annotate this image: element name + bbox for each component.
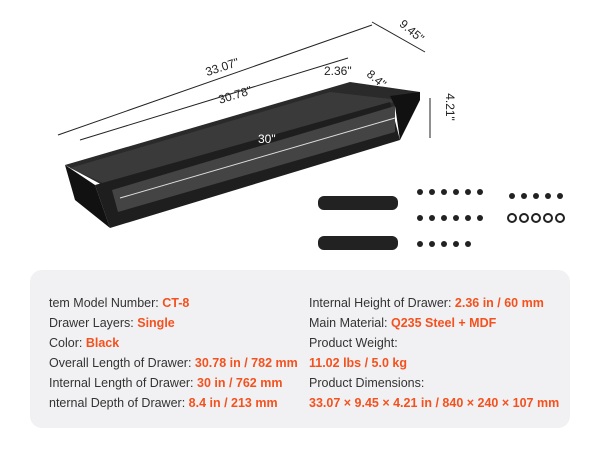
spec-row: Drawer Layers: Single — [49, 316, 175, 330]
spec-row: tem Model Number: CT-8 — [49, 296, 190, 310]
spec-panel — [30, 270, 570, 428]
spec-row: 33.07 × 9.45 × 4.21 in / 840 × 240 × 107… — [309, 396, 560, 410]
dim-internal-height: 2.36" — [324, 64, 352, 78]
spec-row: Overall Length of Drawer: 30.78 in / 782… — [49, 356, 298, 370]
spec-row: 11.02 lbs / 5.0 kg — [309, 356, 407, 370]
dim-overall-height: 4.21" — [442, 93, 457, 121]
drawer-illustration — [57, 21, 565, 250]
spec-row: Main Material: Q235 Steel + MDF — [309, 316, 497, 330]
spec-row: Internal Height of Drawer: 2.36 in / 60 … — [309, 296, 544, 310]
spec-row: Product Weight: — [309, 336, 398, 350]
strap-icon — [318, 196, 398, 210]
spec-row: nternal Depth of Drawer: 8.4 in / 213 mm — [49, 396, 278, 410]
screws-icon — [417, 189, 563, 247]
spec-row: Color: Black — [49, 336, 120, 350]
dim-internal-length: 30" — [258, 132, 276, 146]
spec-row: Product Dimensions: — [309, 376, 425, 390]
strap-icon — [318, 236, 398, 250]
spec-row: Internal Length of Drawer: 30 in / 762 m… — [49, 376, 283, 390]
washers-icon — [507, 213, 565, 223]
